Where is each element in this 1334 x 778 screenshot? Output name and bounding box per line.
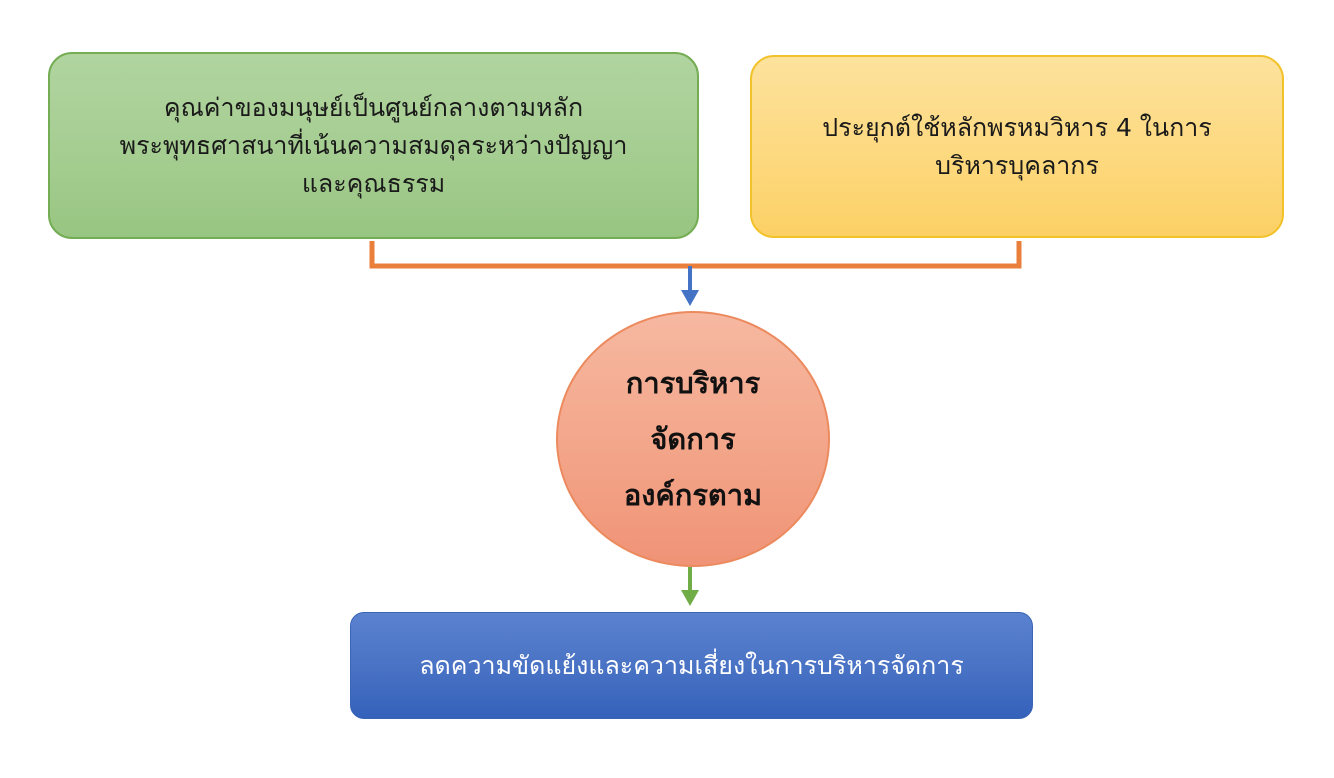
outcome-line-1: ลดความขัดแย้งและความเสี่ยงในการบริหารจัด… bbox=[419, 650, 964, 680]
human-value-line-1: คุณค่าของมนุษย์เป็นศูนย์กลางตามหลัก bbox=[163, 92, 584, 122]
arrow-to-center-head bbox=[681, 290, 699, 306]
brahmavihara-box: ประยุกต์ใช้หลักพรหมวิหาร 4 ในการ บริหารบ… bbox=[750, 55, 1284, 238]
brahmavihara-line-1: ประยุกต์ใช้หลักพรหมวิหาร 4 ในการ bbox=[822, 112, 1212, 142]
circle-line-2: จัดการ bbox=[650, 422, 736, 456]
merge-bracket bbox=[369, 241, 1022, 269]
brahmavihara-line-2: บริหารบุคลากร bbox=[935, 150, 1099, 180]
circle-line-3: องค์กรตาม bbox=[623, 478, 763, 512]
human-value-box: คุณค่าของมนุษย์เป็นศูนย์กลางตามหลัก พระพ… bbox=[48, 52, 699, 239]
arrow-to-bottom-head bbox=[681, 590, 699, 606]
human-value-line-3: และคุณธรรม bbox=[301, 168, 446, 198]
circle-line-1: การบริหาร bbox=[625, 366, 761, 400]
outcome-box: ลดความขัดแย้งและความเสี่ยงในการบริหารจัด… bbox=[350, 612, 1033, 719]
human-value-line-2: พระพุทธศาสนาที่เน้นความสมดุลระหว่างปัญญา bbox=[119, 130, 628, 160]
organization-management-circle: การบริหาร จัดการ องค์กรตาม bbox=[556, 311, 830, 567]
